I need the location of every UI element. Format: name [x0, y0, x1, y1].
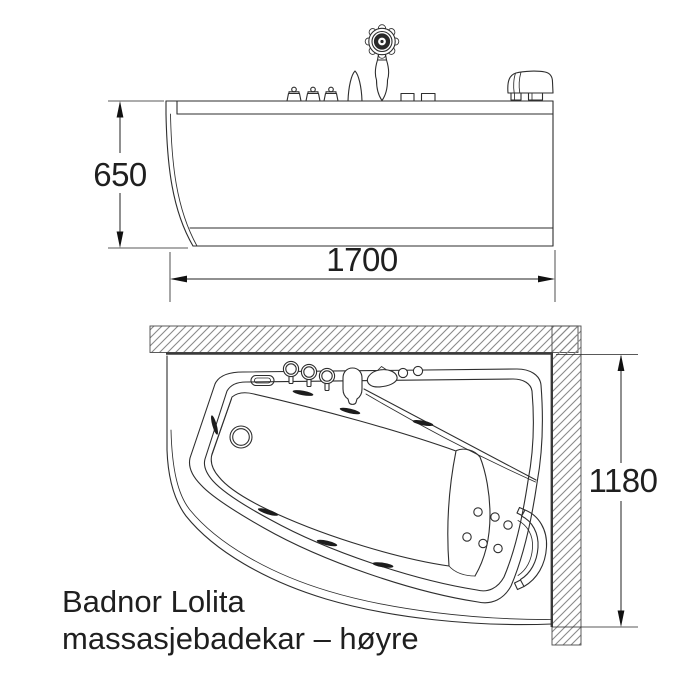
deck-fittings-side [400, 92, 436, 102]
knob-icon [305, 86, 321, 102]
back-jet-icon [490, 512, 500, 522]
arrow-up-icon [116, 101, 124, 118]
overflow [250, 374, 275, 387]
seat-contour [211, 398, 232, 456]
hand-shower-head [364, 24, 400, 59]
wall-jets [211, 390, 434, 568]
product-caption: Badnor Lolita massasjebadekar – høyre [62, 584, 419, 656]
back-jet-icon [473, 507, 483, 517]
outer-skirt [166, 355, 553, 626]
arrow-up-icon [617, 354, 625, 371]
dimension-depth: 1180 [552, 354, 658, 628]
caption-line2: massasjebadekar – høyre [62, 621, 419, 656]
knob-icon [282, 360, 300, 385]
button-icon [412, 365, 424, 377]
knob-icon [300, 363, 318, 388]
hydro-jet-icon [257, 508, 279, 516]
hand-shower [364, 24, 400, 102]
tub-body-side [165, 100, 554, 247]
headrest-plan [513, 506, 548, 591]
hydro-jet-icon [412, 419, 434, 427]
arrow-left-icon [170, 275, 187, 283]
arrow-down-icon [116, 231, 124, 248]
back-jets [462, 507, 513, 554]
back-jet-icon [503, 520, 513, 530]
dim-depth-label: 1180 [589, 462, 658, 499]
dimension-length: 1700 [169, 241, 556, 302]
apron-curve [165, 113, 198, 247]
hydro-jet-icon [211, 415, 218, 435]
dim-length-label: 1700 [326, 241, 398, 278]
wall-inner-edge [166, 352, 553, 627]
rim-inner [203, 378, 534, 592]
wall-right [551, 325, 582, 646]
hydro-jet-icon [339, 407, 361, 415]
caption-line1: Badnor Lolita [62, 584, 245, 619]
wall-hatch [149, 325, 582, 646]
corner-deck-edge [363, 388, 537, 483]
button-icon [397, 367, 409, 379]
hand-shower-handle [374, 59, 390, 102]
dimension-height: 650 [93, 100, 188, 249]
back-jet-icon [493, 543, 503, 554]
dim-height-label: 650 [93, 156, 147, 193]
side-elevation-view: 650 1700 [93, 24, 556, 302]
arrow-down-icon [617, 610, 625, 627]
knob-icon [318, 367, 336, 392]
knob-icon [286, 86, 302, 102]
bowl-opening [210, 392, 457, 567]
knob-icon [323, 86, 339, 102]
hydro-jet-icon [316, 539, 338, 547]
plan-view: 1180 [149, 325, 658, 646]
back-jet-icon [478, 538, 488, 549]
hydro-jet-icon [372, 562, 394, 568]
tap-spout-side [347, 70, 363, 102]
deck-buttons-plan [397, 365, 424, 379]
back-jet-icon [462, 532, 472, 542]
wall-top [149, 325, 579, 353]
faucet-plan [342, 367, 363, 405]
spout-plan [366, 366, 398, 388]
deck-knobs-plan [282, 360, 336, 392]
deck-knobs-side [286, 86, 339, 102]
tub-rim-plan [188, 368, 543, 604]
arrow-right-icon [538, 275, 555, 283]
hand-shower-neck [376, 53, 388, 61]
headrest-pillow-side [507, 70, 554, 101]
hydro-jet-icon [292, 390, 314, 396]
backrest-band [448, 448, 491, 577]
drain [229, 425, 253, 449]
